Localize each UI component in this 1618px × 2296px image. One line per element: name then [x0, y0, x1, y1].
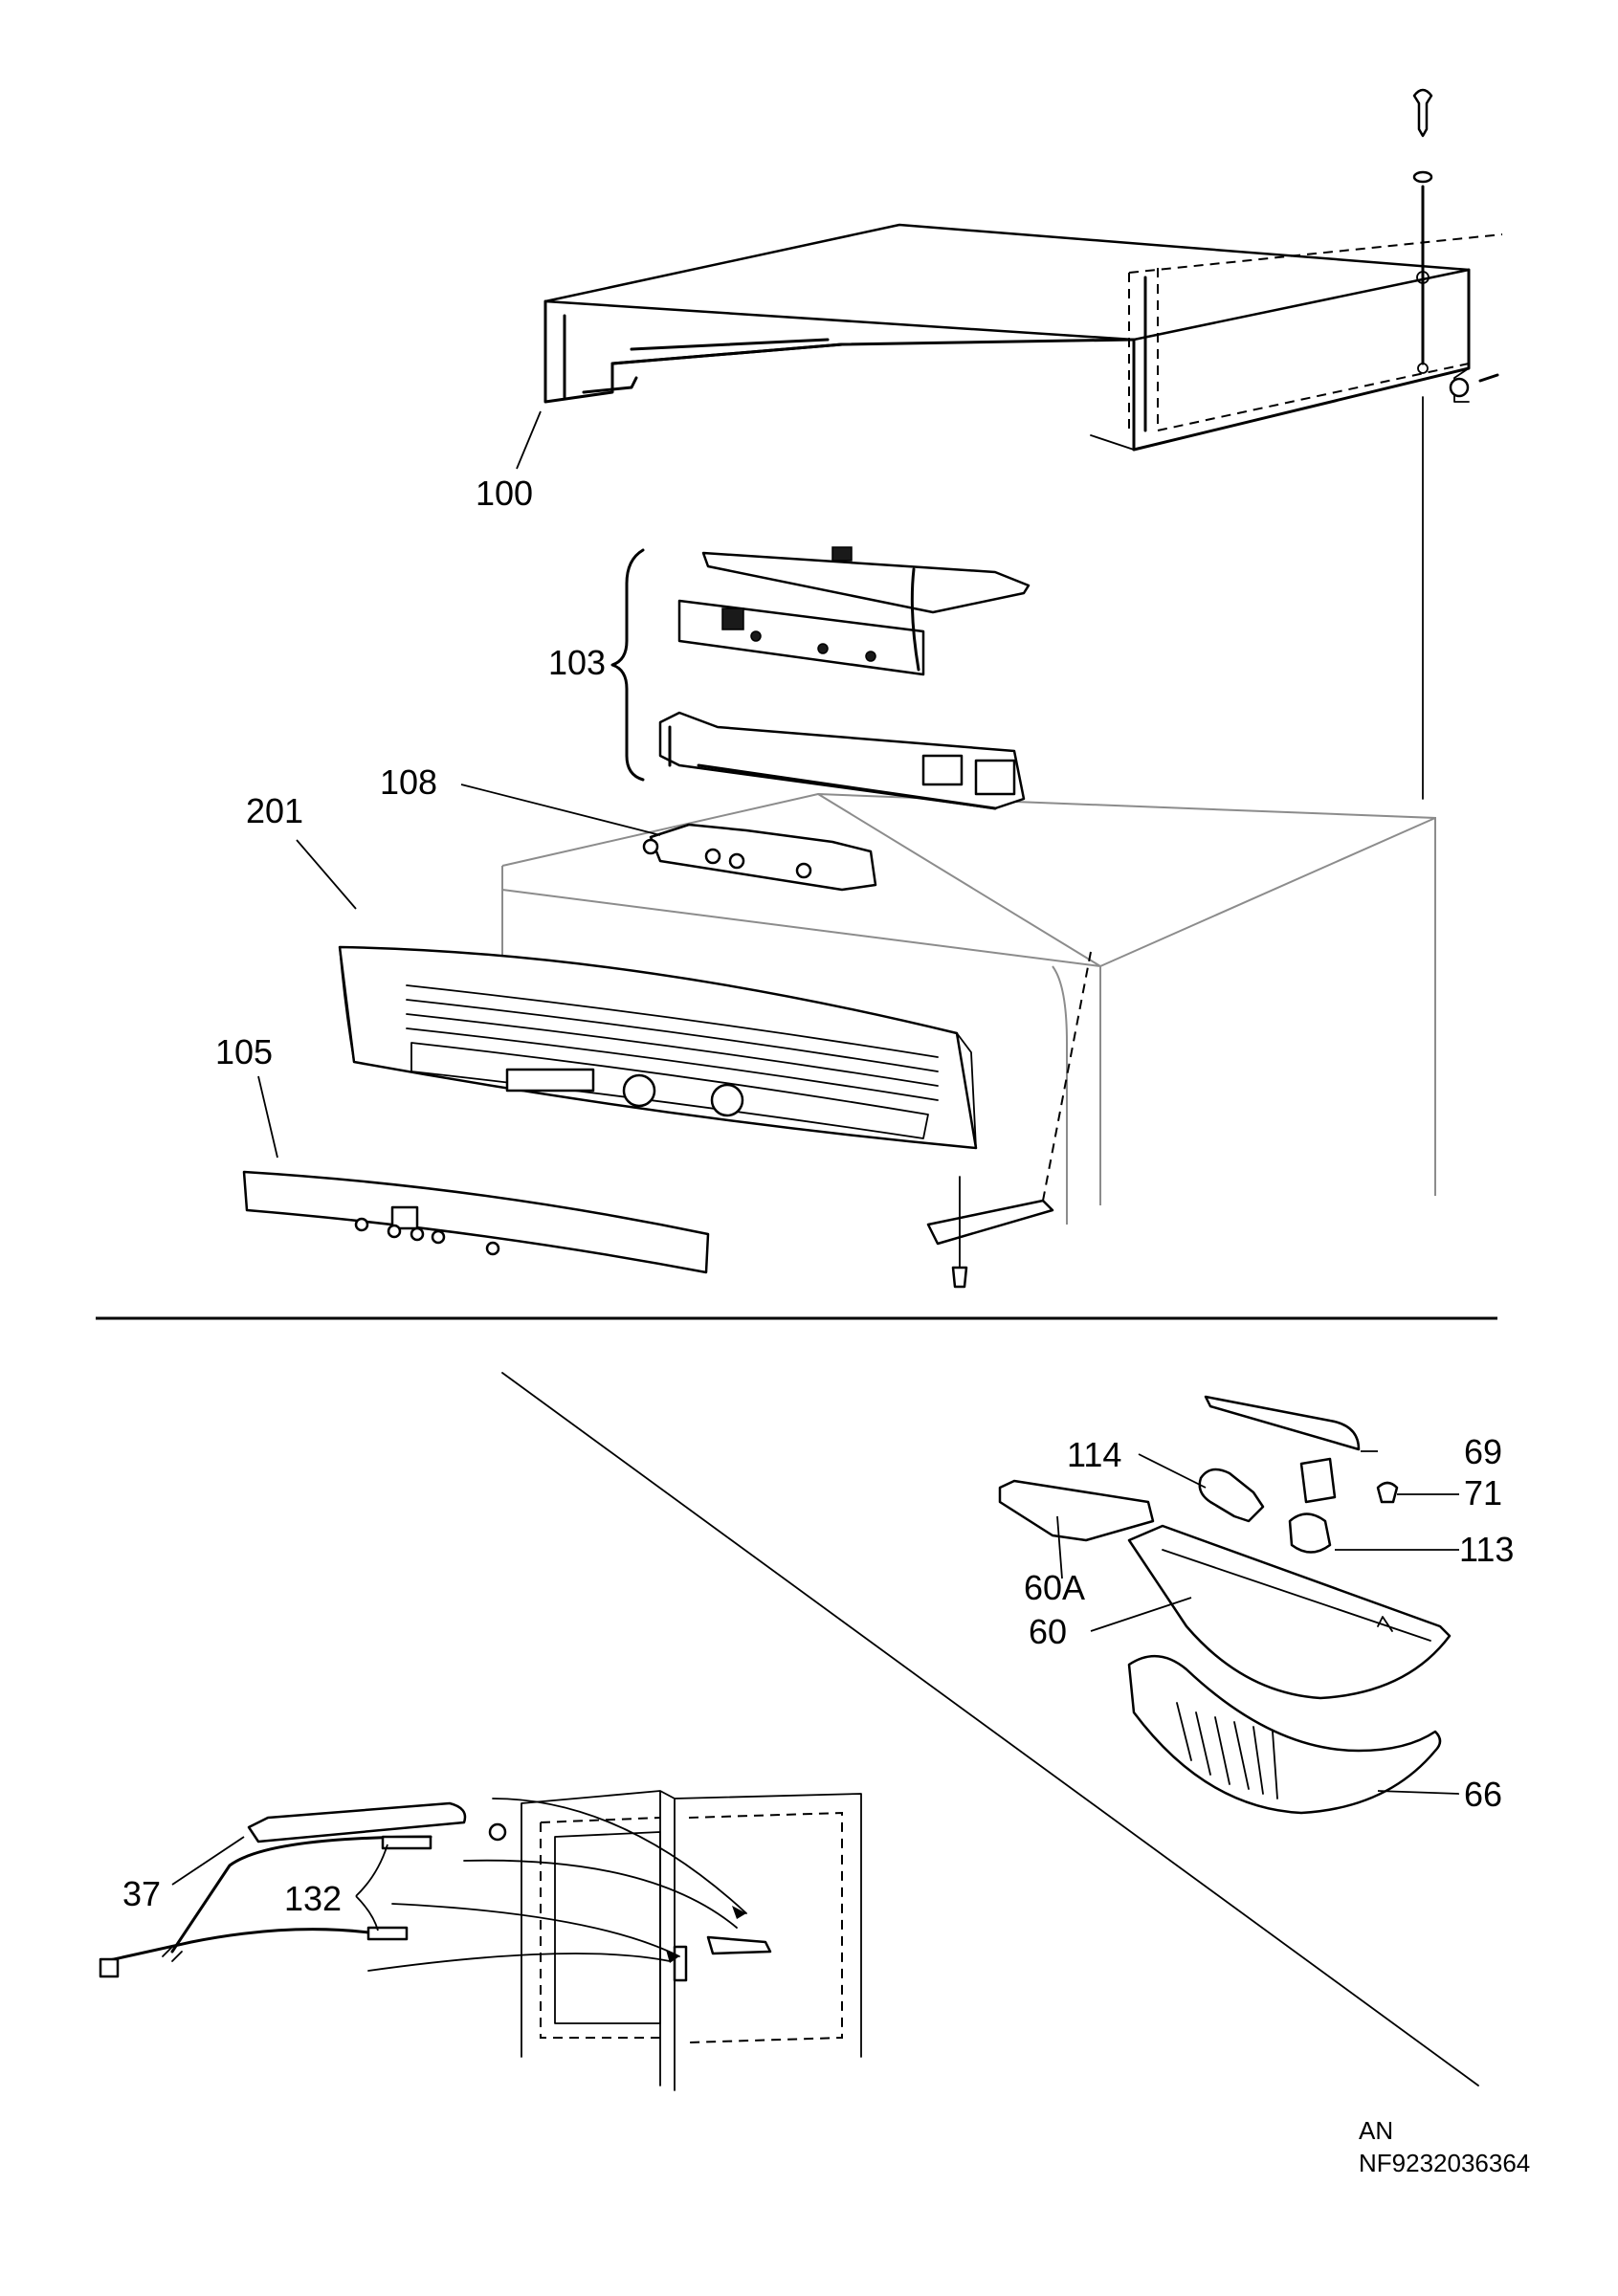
label-132: 132	[284, 1879, 342, 1918]
label-114: 114	[1067, 1435, 1121, 1474]
leader-66	[1377, 1790, 1460, 1795]
brace-103	[610, 548, 645, 782]
diagonal-separator	[501, 1372, 1479, 2086]
label-201: 201	[246, 791, 303, 830]
label-103: 103	[548, 643, 606, 682]
label-37: 37	[122, 1874, 161, 1913]
lamp-housing-assembly	[998, 1395, 1452, 1815]
label-71: 71	[1464, 1473, 1502, 1512]
leader-114	[1138, 1453, 1207, 1489]
leader-37	[171, 1836, 245, 1886]
leader-108	[460, 784, 661, 836]
label-108: 108	[380, 762, 437, 802]
label-66: 66	[1464, 1775, 1502, 1814]
label-60A: 60A	[1024, 1568, 1085, 1607]
leader-60A	[1056, 1515, 1063, 1579]
leader-60	[1090, 1597, 1192, 1632]
label-113: 113	[1459, 1530, 1514, 1569]
hinge-bracket	[926, 951, 1092, 1289]
label-100: 100	[476, 474, 533, 513]
leader-132	[355, 1843, 388, 1932]
cabinet-corner	[521, 1790, 862, 2091]
leader-105	[257, 1075, 278, 1159]
part-201-control-panel	[338, 945, 978, 1150]
part-105-decor-strip	[242, 1170, 710, 1274]
installation-arrows	[367, 1798, 747, 1972]
part-100-top-cover	[543, 185, 1503, 452]
cabinet-outline	[501, 792, 1436, 1225]
leader-100	[516, 410, 542, 470]
part-108-bracket	[642, 823, 877, 892]
footer-code-prefix: AN	[1359, 2116, 1394, 2145]
leader-201	[296, 839, 357, 910]
part-103-control-board	[658, 546, 1031, 810]
label-69: 69	[1464, 1432, 1502, 1471]
sensor-assembly	[99, 1801, 507, 1978]
footer-document-code: NF9232036364	[1359, 2149, 1531, 2177]
screw-icon	[1412, 88, 1433, 184]
label-60: 60	[1029, 1612, 1067, 1651]
label-105: 105	[215, 1032, 273, 1071]
